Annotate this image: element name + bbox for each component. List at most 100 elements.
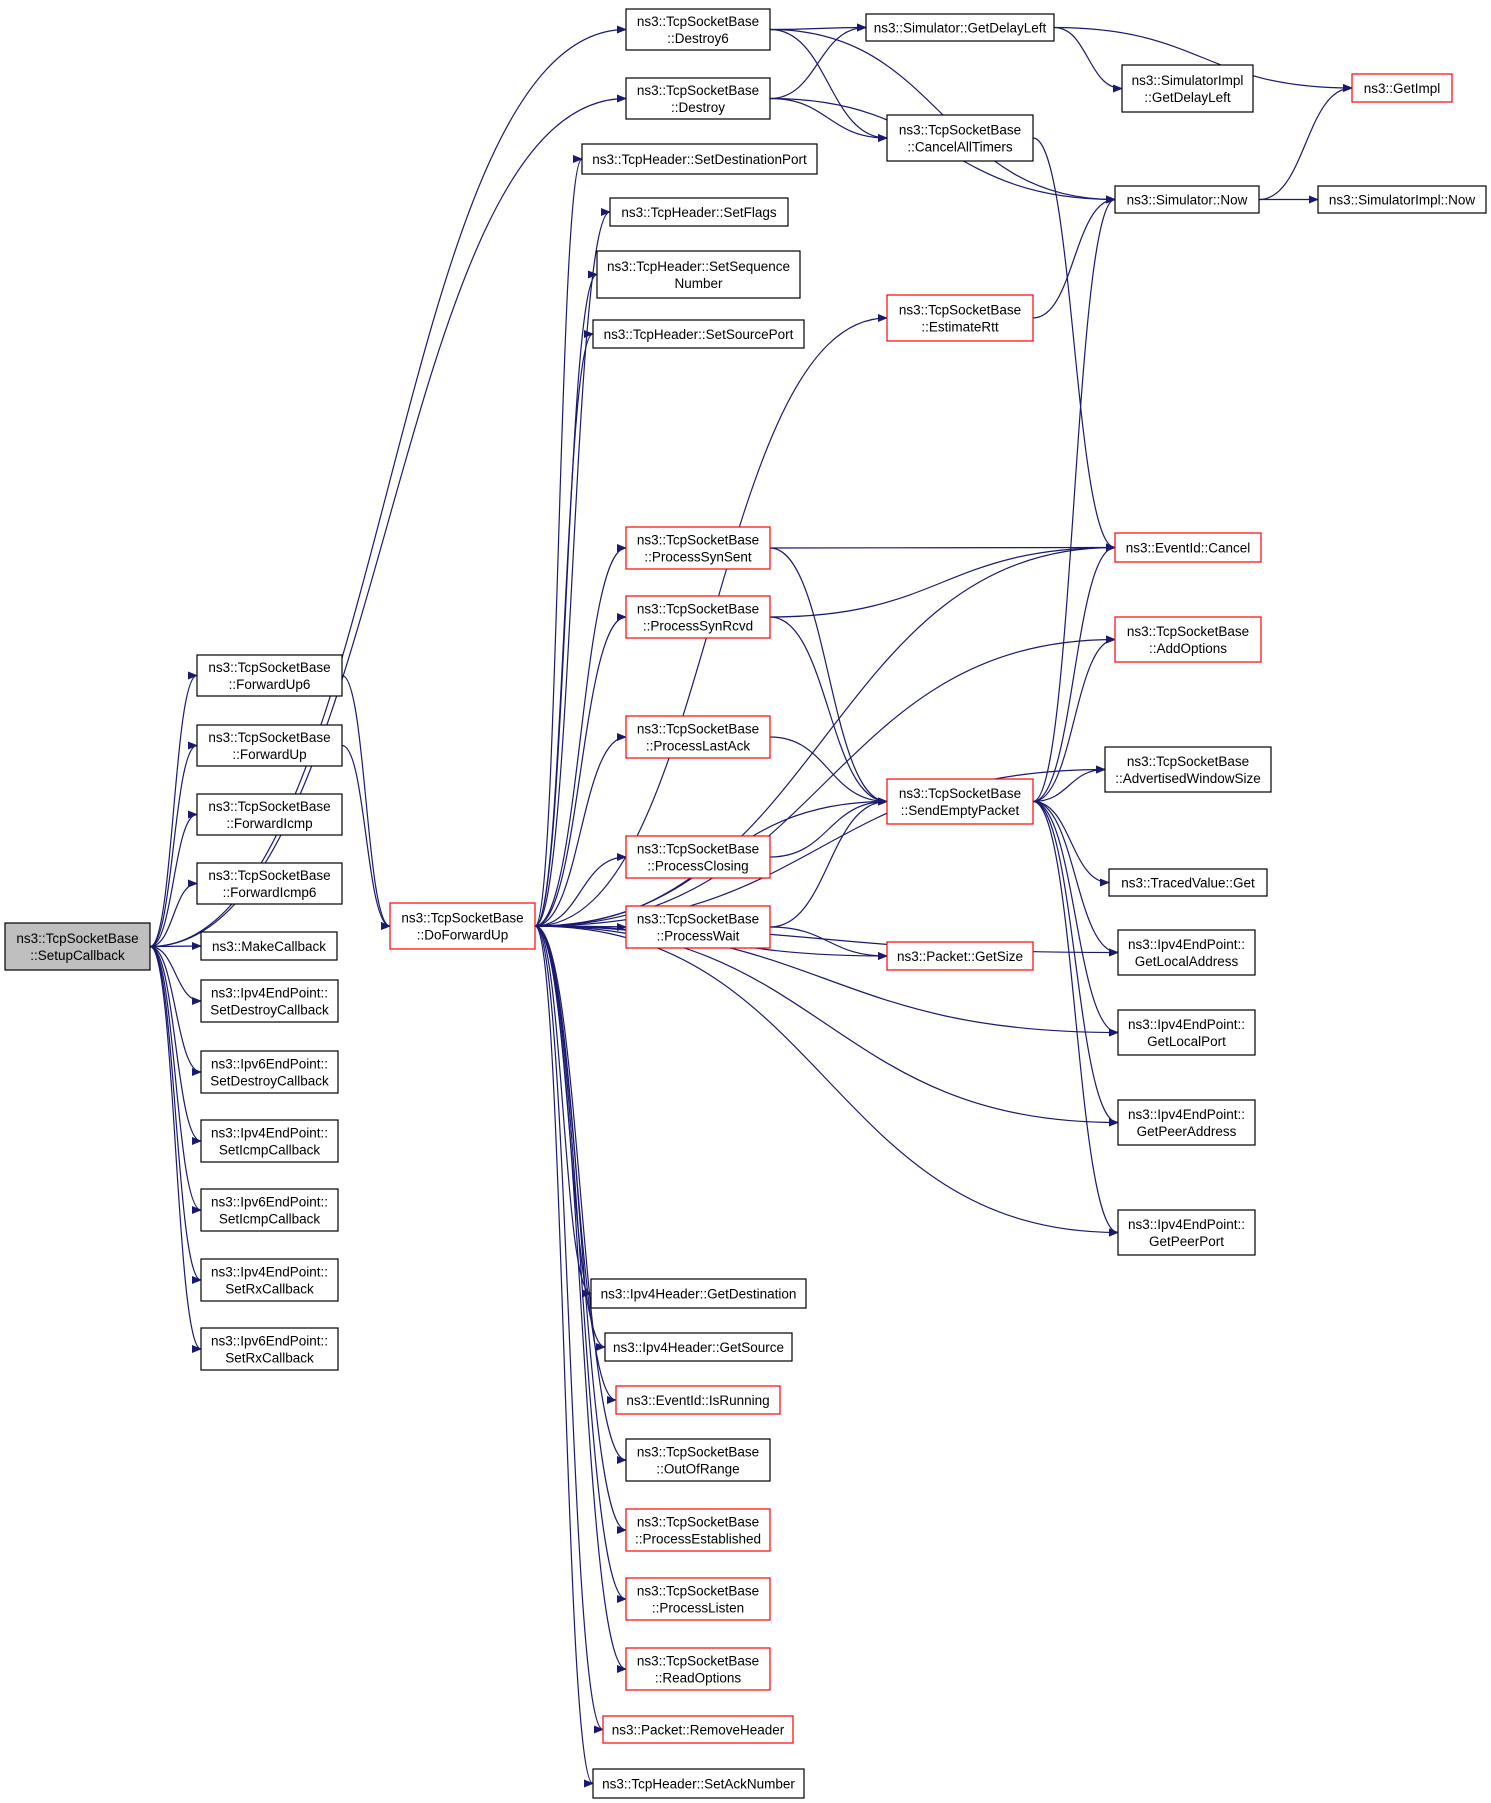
edge-doforwardup-to-processlisten	[534, 925, 627, 1603]
node-ipv4setrx[interactable]: ns3::Ipv4EndPoint::SetRxCallback	[200, 1258, 339, 1302]
node-ipv6setrx-box	[200, 1327, 339, 1371]
node-destroy[interactable]: ns3::TcpSocketBase::Destroy	[625, 77, 771, 120]
node-ipv4setrx-label-line-0: ns3::Ipv4EndPoint::	[211, 1265, 328, 1280]
node-sendemptypacket[interactable]: ns3::TcpSocketBase::SendEmptyPacket	[886, 778, 1034, 825]
node-processclosing[interactable]: ns3::TcpSocketBase::ProcessClosing	[625, 835, 771, 879]
node-ipv6setrx-label-line-1: SetRxCallback	[225, 1351, 314, 1366]
node-processwait-box	[625, 905, 771, 949]
node-tracedget-box	[1108, 868, 1268, 897]
node-getsize[interactable]: ns3::Packet::GetSize	[886, 941, 1034, 971]
node-doforwardup-label-line-0: ns3::TcpSocketBase	[401, 911, 523, 926]
node-ipv6setdestroy-label-line-0: ns3::Ipv6EndPoint::	[211, 1057, 328, 1072]
node-advwindowsize[interactable]: ns3::TcpSocketBase::AdvertisedWindowSize	[1104, 746, 1272, 793]
node-addoptions[interactable]: ns3::TcpSocketBase::AddOptions	[1114, 616, 1262, 663]
node-cancelalltimers[interactable]: ns3::TcpSocketBase::CancelAllTimers	[886, 114, 1034, 162]
node-forwardicmp6[interactable]: ns3::TcpSocketBase::ForwardIcmp6	[196, 862, 343, 905]
node-ipv6seticmp-label-line-0: ns3::Ipv6EndPoint::	[211, 1195, 328, 1210]
edge-setupcallback-to-forwardup	[149, 741, 198, 948]
node-processlisten[interactable]: ns3::TcpSocketBase::ProcessListen	[625, 1577, 771, 1621]
node-removeheader-label-line-0: ns3::Packet::RemoveHeader	[612, 1723, 785, 1738]
node-outofrange[interactable]: ns3::TcpSocketBase::OutOfRange	[625, 1438, 771, 1482]
node-ipv6seticmp[interactable]: ns3::Ipv6EndPoint::SetIcmpCallback	[200, 1188, 339, 1232]
node-advwindowsize-label-line-0: ns3::TcpSocketBase	[1127, 754, 1249, 769]
edge-doforwardup-to-setflags	[534, 208, 611, 927]
node-destroy-box	[625, 77, 771, 120]
edge-sendemptypacket-to-getpeeraddress	[1032, 800, 1119, 1127]
node-implnow[interactable]: ns3::SimulatorImpl::Now	[1317, 185, 1487, 214]
node-processsynrcvd[interactable]: ns3::TcpSocketBase::ProcessSynRcvd	[625, 595, 771, 639]
node-processsynrcvd-box	[625, 595, 771, 639]
node-setacknumber[interactable]: ns3::TcpHeader::SetAckNumber	[592, 1768, 805, 1799]
node-makecallback[interactable]: ns3::MakeCallback	[200, 931, 338, 961]
node-tracedget[interactable]: ns3::TracedValue::Get	[1108, 868, 1268, 897]
node-ipv4setdestroy[interactable]: ns3::Ipv4EndPoint::SetDestroyCallback	[200, 979, 339, 1023]
node-getdelayleft[interactable]: ns3::Simulator::GetDelayLeft	[865, 13, 1055, 42]
node-simnow[interactable]: ns3::Simulator::Now	[1114, 185, 1260, 214]
node-processclosing-label-line-1: ::ProcessClosing	[647, 859, 748, 874]
edge-simnow-to-getimpl	[1258, 84, 1353, 201]
edge-processsynsent-to-sendemptypacket	[769, 547, 888, 806]
node-getpeeraddress-box	[1117, 1099, 1256, 1146]
node-forwardicmp[interactable]: ns3::TcpSocketBase::ForwardIcmp	[196, 793, 343, 836]
node-getpeerport[interactable]: ns3::Ipv4EndPoint::GetPeerPort	[1117, 1209, 1256, 1256]
node-setflags-label-line-0: ns3::TcpHeader::SetFlags	[621, 205, 777, 220]
node-implgetdelayleft-box	[1121, 64, 1254, 113]
node-outofrange-box	[625, 1438, 771, 1482]
node-cancel[interactable]: ns3::EventId::Cancel	[1114, 532, 1262, 563]
node-getsource-box	[604, 1332, 793, 1362]
node-processwait[interactable]: ns3::TcpSocketBase::ProcessWait	[625, 905, 771, 949]
node-cancelalltimers-label-line-0: ns3::TcpSocketBase	[899, 123, 1021, 138]
edge-setupcallback-to-forwardup6	[149, 671, 198, 948]
node-setupcallback[interactable]: ns3::TcpSocketBase::SetupCallback	[4, 922, 151, 971]
node-getlocalport-box	[1117, 1009, 1256, 1056]
node-makecallback-box	[200, 931, 338, 961]
node-forwardup[interactable]: ns3::TcpSocketBase::ForwardUp	[196, 724, 343, 767]
node-isrunning-box	[615, 1385, 781, 1415]
node-setsourceport-box	[592, 319, 805, 349]
node-processlastack[interactable]: ns3::TcpSocketBase::ProcessLastAck	[625, 715, 771, 759]
node-getimpl[interactable]: ns3::GetImpl	[1351, 73, 1453, 103]
node-implgetdelayleft[interactable]: ns3::SimulatorImpl::GetDelayLeft	[1121, 64, 1254, 113]
edge-sendemptypacket-to-simnow	[1032, 195, 1116, 803]
node-destroy6-label-line-0: ns3::TcpSocketBase	[637, 14, 759, 29]
node-setupcallback-box	[4, 922, 151, 971]
node-processestablished[interactable]: ns3::TcpSocketBase::ProcessEstablished	[625, 1508, 771, 1552]
edge-doforwardup-to-processclosing	[534, 853, 627, 927]
node-getlocaladdress-label-line-0: ns3::Ipv4EndPoint::	[1128, 937, 1245, 952]
node-readoptions-label-line-0: ns3::TcpSocketBase	[637, 1654, 759, 1669]
node-estimatertt[interactable]: ns3::TcpSocketBase::EstimateRtt	[886, 294, 1034, 342]
node-getlocaladdress-box	[1117, 929, 1256, 976]
node-getdestination[interactable]: ns3::Ipv4Header::GetDestination	[590, 1278, 807, 1309]
node-removeheader[interactable]: ns3::Packet::RemoveHeader	[602, 1715, 794, 1744]
node-doforwardup[interactable]: ns3::TcpSocketBase::DoForwardUp	[389, 902, 536, 950]
node-getpeeraddress[interactable]: ns3::Ipv4EndPoint::GetPeerAddress	[1117, 1099, 1256, 1146]
node-destroy-label-line-0: ns3::TcpSocketBase	[637, 83, 759, 98]
node-forwardup6-label-line-1: ::ForwardUp6	[229, 677, 311, 692]
node-ipv4seticmp-box	[200, 1119, 339, 1163]
node-ipv6setrx[interactable]: ns3::Ipv6EndPoint::SetRxCallback	[200, 1327, 339, 1371]
node-setsourceport[interactable]: ns3::TcpHeader::SetSourcePort	[592, 319, 805, 349]
node-forwardup6[interactable]: ns3::TcpSocketBase::ForwardUp6	[196, 654, 343, 697]
node-getsource[interactable]: ns3::Ipv4Header::GetSource	[604, 1332, 793, 1362]
node-setdestport[interactable]: ns3::TcpHeader::SetDestinationPort	[581, 143, 818, 175]
node-destroy6[interactable]: ns3::TcpSocketBase::Destroy6	[625, 8, 771, 51]
node-processsynsent[interactable]: ns3::TcpSocketBase::ProcessSynSent	[625, 526, 771, 570]
node-ipv6setdestroy[interactable]: ns3::Ipv6EndPoint::SetDestroyCallback	[200, 1050, 339, 1094]
node-getlocaladdress[interactable]: ns3::Ipv4EndPoint::GetLocalAddress	[1117, 929, 1256, 976]
edge-sendemptypacket-to-cancel	[1032, 543, 1116, 803]
node-getlocalport[interactable]: ns3::Ipv4EndPoint::GetLocalPort	[1117, 1009, 1256, 1056]
node-setflags[interactable]: ns3::TcpHeader::SetFlags	[609, 197, 789, 227]
node-forwardicmp6-label-line-1: ::ForwardIcmp6	[223, 885, 317, 900]
node-getpeerport-label-line-0: ns3::Ipv4EndPoint::	[1128, 1217, 1245, 1232]
node-makecallback-label-line-0: ns3::MakeCallback	[212, 939, 326, 954]
node-readoptions[interactable]: ns3::TcpSocketBase::ReadOptions	[625, 1647, 771, 1691]
node-readoptions-label-line-1: ::ReadOptions	[655, 1671, 742, 1686]
node-destroy-label-line-1: ::Destroy	[671, 100, 725, 115]
edge-processclosing-to-sendemptypacket	[769, 797, 888, 858]
node-ipv4seticmp[interactable]: ns3::Ipv4EndPoint::SetIcmpCallback	[200, 1119, 339, 1163]
node-processclosing-label-line-0: ns3::TcpSocketBase	[637, 842, 759, 857]
node-doforwardup-label-line-1: ::DoForwardUp	[417, 928, 509, 943]
node-isrunning[interactable]: ns3::EventId::IsRunning	[615, 1385, 781, 1415]
node-setsourceport-label-line-0: ns3::TcpHeader::SetSourcePort	[604, 327, 794, 342]
